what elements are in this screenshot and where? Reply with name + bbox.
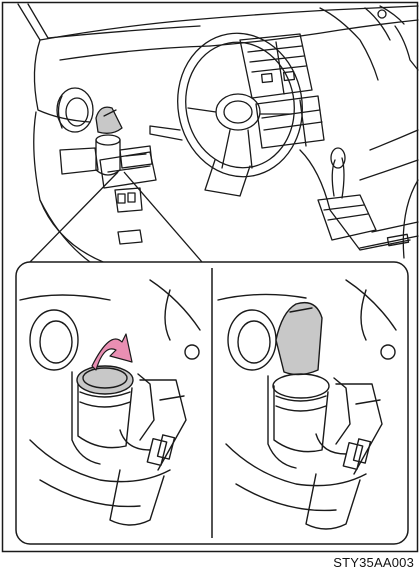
- cockpit-illustration: [18, 4, 418, 270]
- figure-code: STY35AA003: [333, 555, 414, 570]
